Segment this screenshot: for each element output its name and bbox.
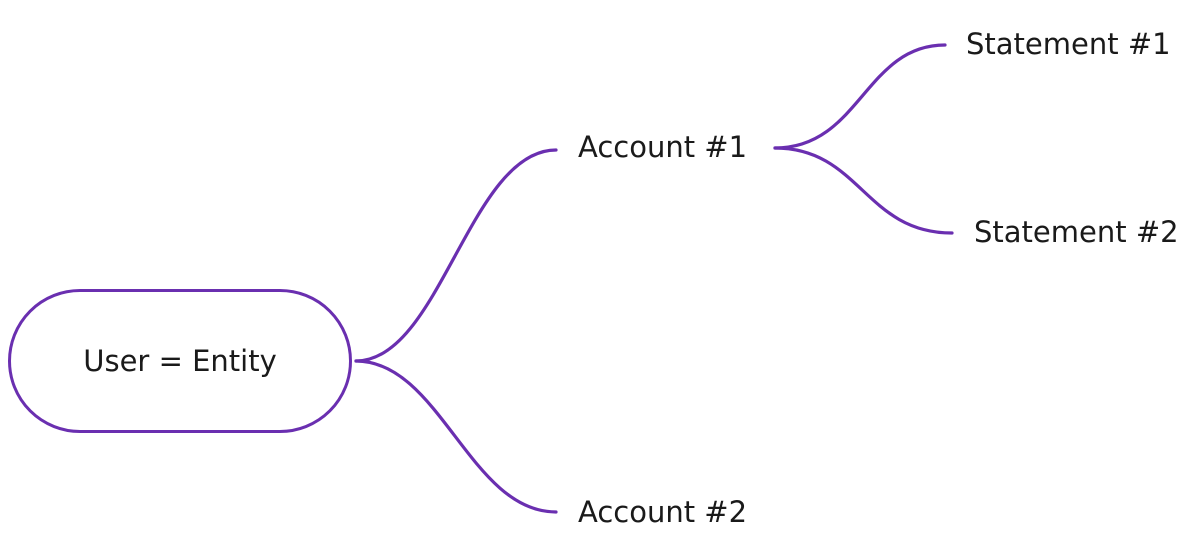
- branch-account-1-to-statement-1: [773, 43, 947, 150]
- node-account-2[interactable]: Account #2: [578, 495, 748, 529]
- branch-root-to-account-1: [354, 148, 558, 363]
- root-node-label: User = Entity: [83, 344, 277, 378]
- node-account-1[interactable]: Account #1: [578, 130, 748, 164]
- branch-account-1-to-statement-2: [773, 146, 954, 235]
- root-node[interactable]: User = Entity: [8, 289, 352, 433]
- branch-root-to-account-2: [354, 359, 558, 514]
- node-statement-2[interactable]: Statement #2: [974, 215, 1179, 249]
- node-statement-1[interactable]: Statement #1: [966, 27, 1171, 61]
